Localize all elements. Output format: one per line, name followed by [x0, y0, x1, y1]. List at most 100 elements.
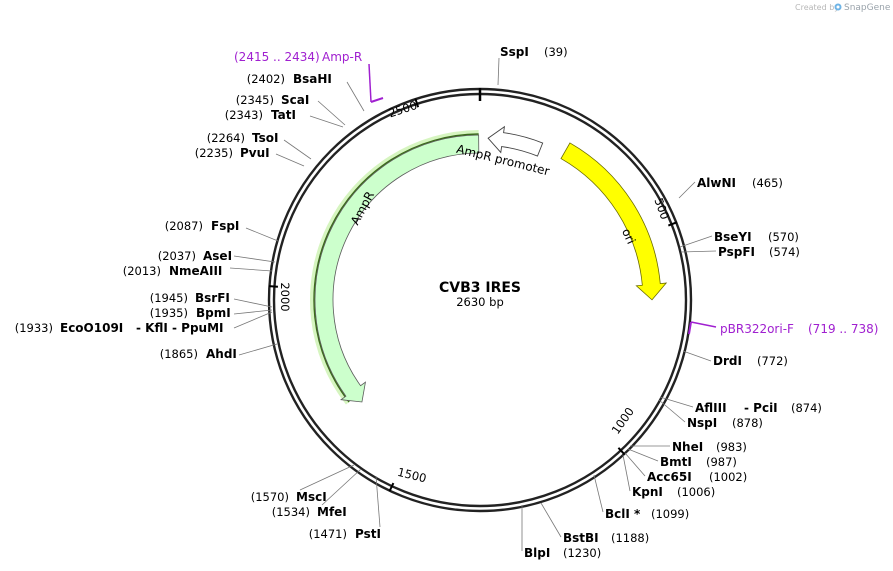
site-label-blpi: BlpI (1230): [524, 546, 601, 560]
features-layer: [310, 125, 668, 405]
site-label-alwni: AlwNI (465): [697, 176, 783, 190]
site-label-bsrfi: (1945) BsrFI: [150, 291, 230, 305]
site-label-pspfi: PspFI (574): [718, 245, 800, 259]
site-label-bpmi: (1935) BpmI: [150, 306, 231, 320]
site-leader-line: [233, 255, 276, 263]
svg-text:(2402): (2402): [247, 72, 285, 86]
site-leader-line: [245, 227, 279, 242]
site-leader-line: [540, 502, 562, 538]
site-label-ahdi: (1865) AhdI: [160, 347, 237, 361]
svg-text:(2087): (2087): [165, 219, 203, 233]
tick-mark: [414, 98, 420, 108]
site-leader-line: [229, 267, 273, 272]
tick-label: 500: [651, 196, 672, 221]
plasmid-size: 2630 bp: [456, 295, 504, 309]
site-label-bseyi: BseYI (570): [714, 230, 799, 244]
primer-range: (2415 .. 2434): [234, 50, 320, 64]
feature-ori-arrow: [560, 142, 668, 301]
site-leader-line: [238, 343, 278, 356]
svg-text:(987): (987): [706, 455, 737, 469]
site-leader-line: [659, 396, 694, 408]
site-leader-line: [682, 350, 712, 362]
svg-text:AseI: AseI: [203, 249, 232, 263]
site-leader-line: [233, 309, 273, 315]
site-leaders: [229, 57, 717, 551]
tick-label: 1000: [609, 405, 637, 437]
ampr-track-line: [313, 133, 479, 403]
site-leader-line: [233, 311, 273, 329]
site-leader-line: [283, 139, 312, 160]
snapgene-logo-icon: [834, 3, 842, 11]
svg-text:(2037): (2037): [158, 249, 196, 263]
feature-ampr-promoter-arrow: [487, 125, 544, 157]
svg-text:- KflI - PpuMI: - KflI - PpuMI: [136, 321, 224, 335]
site-label-tati: (2343) TatI: [225, 108, 296, 122]
svg-text:(465): (465): [752, 176, 783, 190]
svg-text:BlpI: BlpI: [524, 546, 550, 560]
tick-mark: [617, 447, 626, 456]
site-label-drdi: DrdI (772): [713, 354, 788, 368]
svg-text:BseYI: BseYI: [714, 230, 752, 244]
site-label-afliii: AflIII - PciI (874): [695, 401, 822, 415]
site-leader-line: [346, 81, 365, 112]
tick-label: 2000: [278, 282, 292, 311]
svg-text:PstI: PstI: [355, 527, 381, 541]
svg-text:NmeAIII: NmeAIII: [169, 264, 222, 278]
svg-text:(878): (878): [732, 416, 763, 430]
site-label-bmti: BmtI (987): [660, 455, 737, 469]
site-label-psti: (1471) PstI: [309, 527, 381, 541]
site-label-sspi: SspI (39): [500, 45, 568, 59]
svg-text:(2013): (2013): [123, 264, 161, 278]
site-leader-line: [627, 448, 659, 462]
site-leader-line: [317, 100, 346, 126]
svg-text:NspI: NspI: [687, 416, 717, 430]
svg-text:(1933): (1933): [15, 321, 53, 335]
svg-text:AflIII: AflIII: [695, 401, 727, 415]
site-leader-line: [309, 115, 344, 128]
primer-name: pBR322ori-F: [720, 322, 794, 336]
site-leader-line: [497, 57, 500, 86]
svg-text:BsrFI: BsrFI: [195, 291, 230, 305]
primer-range: (719 .. 738): [808, 322, 878, 336]
svg-text:BstBI: BstBI: [563, 531, 599, 545]
svg-text:(1865): (1865): [160, 347, 198, 361]
svg-text:(2345): (2345): [236, 93, 274, 107]
svg-text:KpnI: KpnI: [632, 485, 663, 499]
site-label-fspi: (2087) FspI: [165, 219, 240, 233]
tick-label: 1500: [396, 465, 428, 486]
svg-text:(1471): (1471): [309, 527, 347, 541]
svg-text:(1935): (1935): [150, 306, 188, 320]
svg-text:Acc65I: Acc65I: [647, 470, 692, 484]
primer-pbr322ori-f-arrow: [688, 321, 717, 335]
svg-text:ScaI: ScaI: [281, 93, 309, 107]
site-leader-line: [624, 452, 646, 477]
svg-text:BpmI: BpmI: [196, 306, 231, 320]
site-leader-line: [299, 464, 355, 491]
svg-text:(39): (39): [544, 45, 568, 59]
svg-text:EcoO109I: EcoO109I: [60, 321, 123, 335]
site-leader-line: [233, 298, 273, 308]
svg-text:BsaHI: BsaHI: [293, 72, 332, 86]
tick-label: 2500: [387, 98, 419, 120]
site-label-pvui: (2235) PvuI: [195, 146, 270, 160]
site-leader-line: [678, 181, 696, 199]
site-leader-line: [680, 250, 717, 253]
primer-name: Amp-R: [322, 50, 362, 64]
svg-text:(874): (874): [791, 401, 822, 415]
svg-text:SspI: SspI: [500, 45, 529, 59]
site-leader-line: [321, 468, 362, 506]
svg-text:AlwNI: AlwNI: [697, 176, 736, 190]
plasmid-name: CVB3 IRES: [439, 280, 521, 296]
svg-text:NheI: NheI: [672, 440, 703, 454]
svg-text:TatI: TatI: [271, 108, 296, 122]
svg-text:(1002): (1002): [709, 470, 747, 484]
primer-amp-r-arrow: [368, 63, 384, 103]
site-label-bsahi: (2402) BsaHI: [247, 72, 332, 86]
svg-text:(1188): (1188): [611, 531, 649, 545]
credit-brand: SnapGene: [844, 3, 891, 13]
site-label-bstbi: BstBI (1188): [563, 531, 649, 545]
site-leader-line: [593, 474, 604, 513]
tick-mark: [388, 482, 395, 492]
site-label-msci: (1570) MscI: [251, 490, 327, 504]
